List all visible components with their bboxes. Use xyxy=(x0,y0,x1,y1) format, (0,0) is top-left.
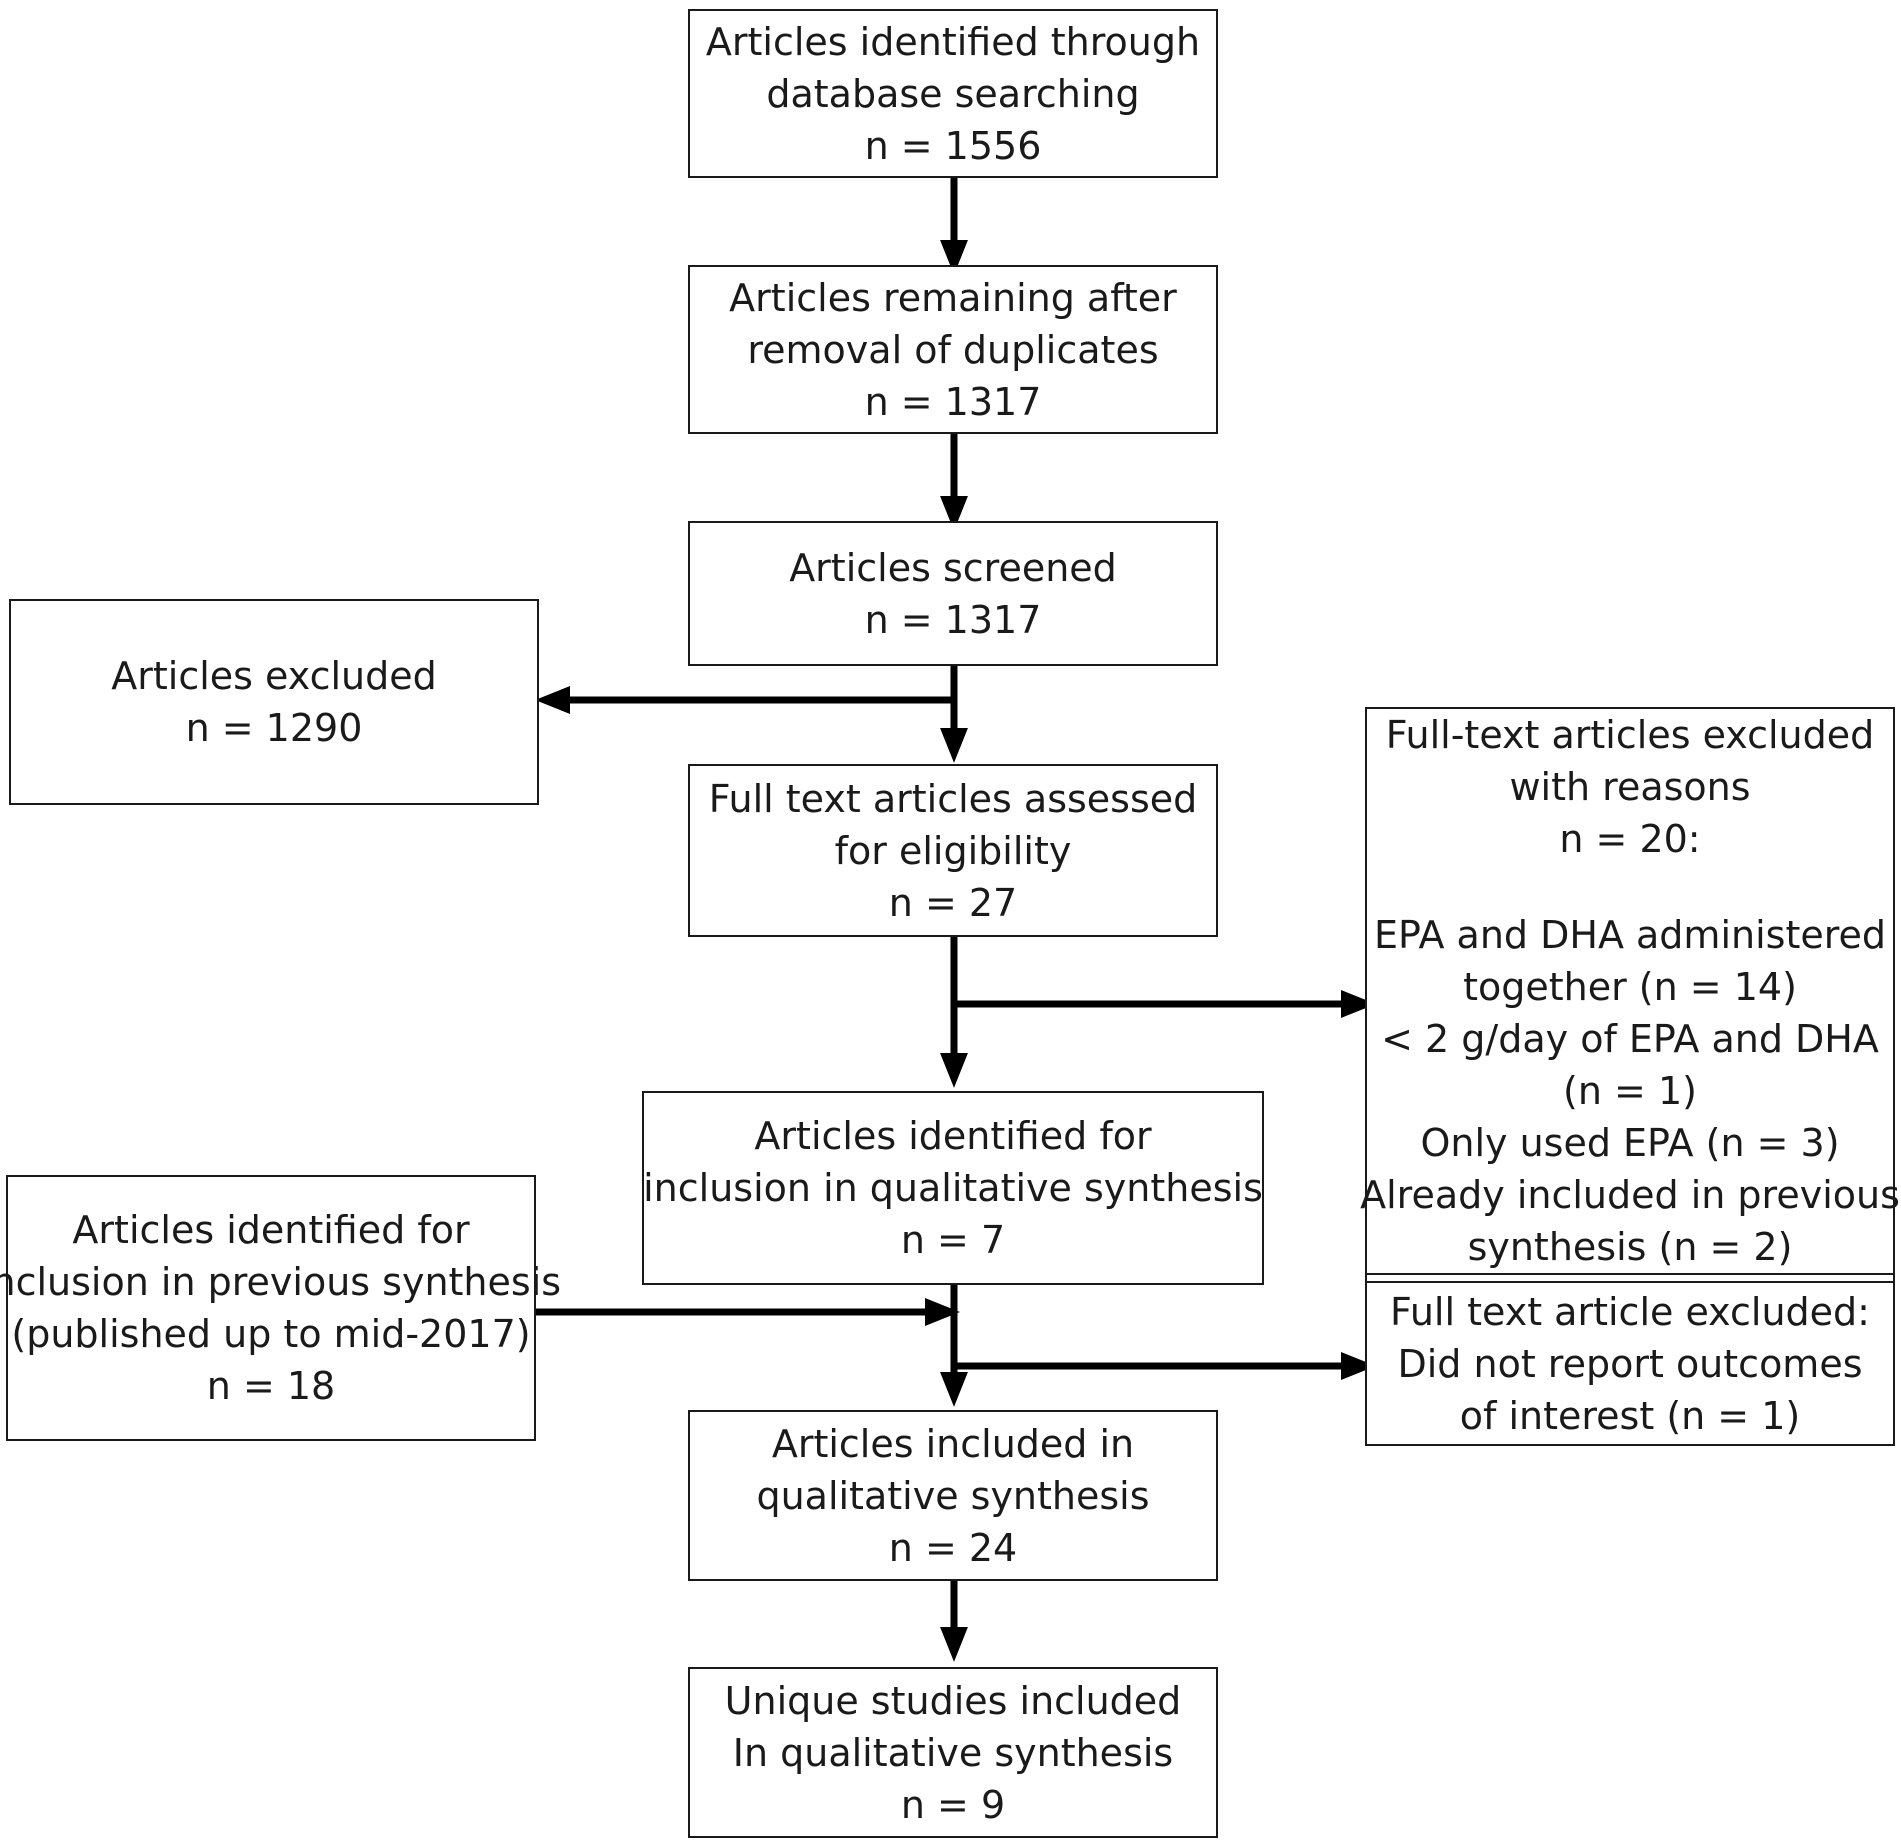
reason-text: together (n = 14) xyxy=(1463,965,1797,1009)
fulltext-excluded-outcomes: Full text article excluded: Did not repo… xyxy=(1367,1283,1893,1444)
box-text: removal of duplicates xyxy=(747,327,1159,372)
box-text: Articles excluded xyxy=(111,654,437,698)
box-text: inclusion in previous synthesis xyxy=(0,1260,562,1304)
double-divider xyxy=(1367,1275,1893,1283)
reason-text: synthesis (n = 2) xyxy=(1467,1225,1793,1269)
box-text: Did not report outcomes xyxy=(1397,1341,1863,1386)
box-text: In qualitative synthesis xyxy=(732,1730,1174,1775)
reason-text: < 2 g/day of EPA and DHA xyxy=(1381,1017,1879,1061)
box-count: n = 7 xyxy=(900,1218,1006,1262)
box-screened: Articles screened n = 1317 xyxy=(688,521,1218,666)
box-identified-inclusion: Articles identified for inclusion in qua… xyxy=(642,1091,1264,1285)
box-previous-synthesis: Articles identified for inclusion in pre… xyxy=(0,1175,561,1441)
box-count: n = 1317 xyxy=(864,379,1042,424)
box-count: n = 1317 xyxy=(864,597,1042,642)
box-text: qualitative synthesis xyxy=(756,1473,1150,1518)
box-text: Articles identified through xyxy=(705,19,1201,64)
box-text: Articles screened xyxy=(789,545,1117,590)
box-text: Full text articles assessed xyxy=(708,776,1198,821)
box-unique-studies: Unique studies included In qualitative s… xyxy=(688,1667,1218,1838)
box-identified-database: Articles identified through database sea… xyxy=(688,9,1218,178)
box-count: of interest (n = 1) xyxy=(1459,1393,1801,1438)
box-text: (published up to mid-2017) xyxy=(11,1312,531,1356)
box-count: n = 18 xyxy=(206,1364,336,1408)
box-text: Articles remaining after xyxy=(729,275,1177,320)
box-text: for eligibility xyxy=(834,828,1072,873)
box-text: Articles included in xyxy=(771,1421,1135,1466)
reason-text: Only used EPA (n = 3) xyxy=(1420,1121,1840,1165)
box-text: Full-text articles excluded xyxy=(1385,713,1875,757)
box-count: n = 1556 xyxy=(864,123,1042,168)
box-text: with reasons xyxy=(1509,765,1751,809)
box-text: database searching xyxy=(766,71,1140,116)
box-included: Articles included in qualitative synthes… xyxy=(688,1410,1218,1581)
box-text: Unique studies included xyxy=(724,1678,1182,1723)
box-count: n = 20: xyxy=(1559,817,1701,861)
box-count: n = 9 xyxy=(900,1782,1006,1827)
box-text: inclusion in qualitative synthesis xyxy=(643,1166,1263,1210)
box-count: n = 24 xyxy=(888,1525,1018,1570)
box-count: n = 1290 xyxy=(185,706,363,750)
box-count: n = 27 xyxy=(888,880,1018,925)
box-excluded: Articles excluded n = 1290 xyxy=(9,599,539,805)
box-text: Articles identified for xyxy=(754,1114,1152,1158)
box-fulltext-excluded: Full-text articles excluded with reasons… xyxy=(1360,707,1900,1446)
box-fulltext-assessed: Full text articles assessed for eligibil… xyxy=(688,764,1218,937)
box-text: Articles identified for xyxy=(72,1208,470,1252)
reason-text: Already included in previous xyxy=(1360,1173,1900,1217)
reason-text: EPA and DHA administered xyxy=(1373,913,1887,957)
reason-text: (n = 1) xyxy=(1563,1069,1697,1113)
box-after-duplicates: Articles remaining after removal of dupl… xyxy=(688,265,1218,434)
box-text: Full text article excluded: xyxy=(1390,1289,1870,1334)
fulltext-excluded-reasons: Full-text articles excluded with reasons… xyxy=(1360,709,1900,1275)
